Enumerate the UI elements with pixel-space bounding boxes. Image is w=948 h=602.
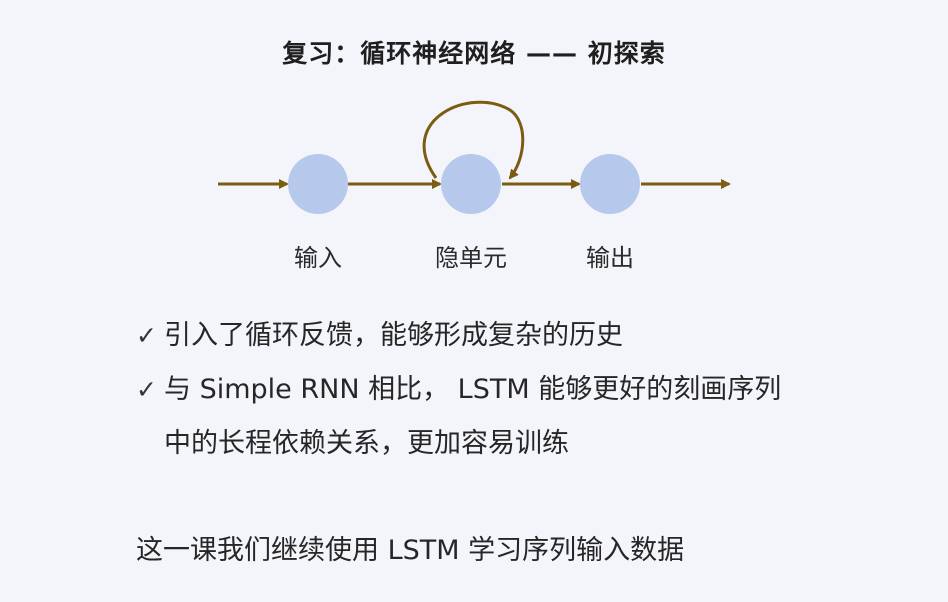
bullet-item: ✓ 与 Simple RNN 相比， LSTM 能够更好的刻画序列 中的长程依赖… [136,370,896,464]
check-icon: ✓ [136,321,157,350]
slide-title: 复习：循环神经网络 —— 初探索 [282,39,666,68]
bullet-list: ✓ 引入了循环反馈，能够形成复杂的历史 ✓ 与 Simple RNN 相比， L… [136,316,896,478]
recurrent-loop-arrow [422,100,525,180]
bullet-text: 引入了循环反馈，能够形成复杂的历史 [164,320,623,351]
bullet-text-line-1: 与 Simple RNN 相比， LSTM 能够更好的刻画序列 [164,374,782,405]
check-icon: ✓ [136,375,157,404]
hidden-node [441,154,501,214]
rnn-diagram [218,100,731,214]
footer-note: 这一课我们继续使用 LSTM 学习序列输入数据 [136,535,685,566]
bullet-text-line-2: 中的长程依赖关系，更加容易训练 [164,428,569,459]
bullet-item: ✓ 引入了循环反馈，能够形成复杂的历史 [136,316,896,356]
output-node [580,154,640,214]
hidden-label: 隐单元 [435,244,507,272]
input-label: 输入 [294,244,342,272]
output-label: 输出 [586,244,634,272]
bullet-text: 与 Simple RNN 相比， LSTM 能够更好的刻画序列 中的长程依赖关系… [164,370,896,464]
input-node [288,154,348,214]
